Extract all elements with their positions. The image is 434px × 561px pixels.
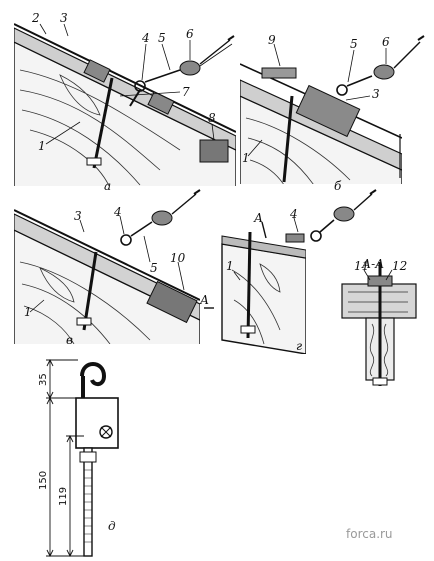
bolt-a: [92, 77, 114, 169]
label-3: 3: [60, 11, 68, 25]
panel-g: А 1 4 г А-А 11 12: [221, 189, 417, 386]
label-7: 7: [182, 85, 190, 99]
section-title: А-А: [361, 257, 384, 271]
label-6: 6: [186, 27, 194, 41]
caption-v: в: [66, 333, 73, 347]
label-1: 1: [24, 305, 32, 319]
rafter-v: [14, 229, 200, 344]
panel-a: 2 3 4 5 6 7 1 8 а: [14, 11, 236, 193]
dimension-150: 150: [38, 471, 49, 490]
batten: [199, 139, 229, 163]
dimension-35: 35: [38, 373, 49, 386]
caption-d: д: [108, 519, 116, 533]
label-5: 5: [350, 37, 358, 51]
label-1: 1: [242, 151, 250, 165]
panel-d: 35 150 119 д: [38, 358, 119, 558]
panel-v: А 3 4 5 10 1 в: [14, 189, 214, 347]
hook: [80, 362, 107, 387]
watermark: forca.ru: [346, 527, 393, 541]
label-10: 10: [170, 251, 186, 265]
caption-g: г: [296, 339, 302, 353]
label-1: 1: [38, 139, 46, 153]
section-mark-a: А: [253, 211, 263, 225]
label-2: 2: [31, 11, 40, 25]
label-9: 9: [268, 33, 276, 47]
section-mark-a: А: [199, 293, 209, 307]
label-4: 4: [113, 205, 122, 219]
dimension-119: 119: [58, 487, 69, 506]
caption-b: б: [334, 179, 342, 193]
label-3: 3: [372, 87, 380, 101]
label-4: 4: [141, 31, 150, 45]
label-4: 4: [289, 207, 298, 221]
batten: [147, 91, 175, 115]
label-8: 8: [208, 111, 216, 125]
label-6: 6: [382, 35, 390, 49]
turnbuckle-a: [179, 60, 201, 76]
label-5: 5: [158, 31, 166, 45]
label-1: 1: [226, 259, 234, 273]
section-view-aa: А-А 11 12: [341, 257, 417, 386]
panel-b: 9 5 6 3 1 б: [240, 33, 425, 193]
plate: [75, 397, 119, 449]
label-5: 5: [150, 261, 158, 275]
batten: [83, 59, 111, 83]
rafter-g: [221, 243, 306, 354]
label-11: 11: [354, 259, 369, 273]
label-3: 3: [74, 209, 82, 223]
label-12: 12: [392, 259, 407, 273]
caption-a: а: [104, 179, 111, 193]
